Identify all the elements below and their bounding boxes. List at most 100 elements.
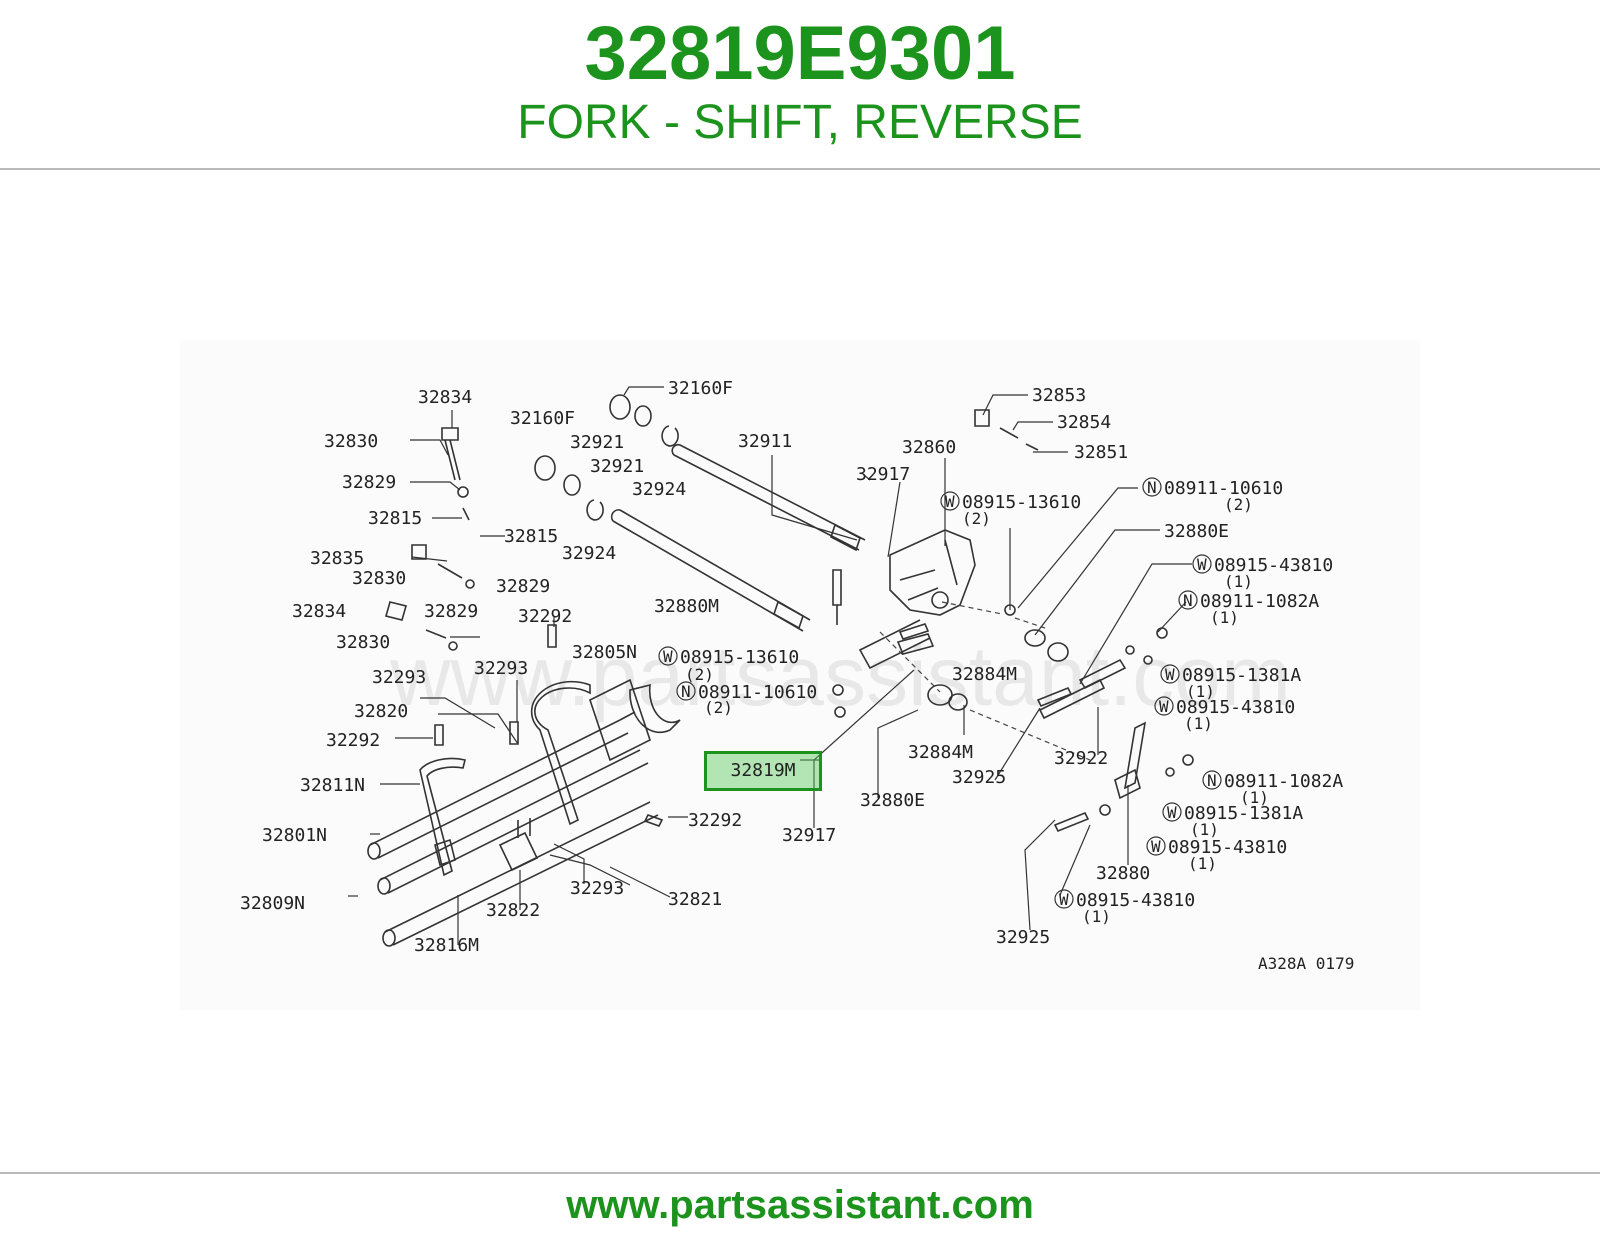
shift-fork-32819m-reverse xyxy=(530,678,681,826)
w-symbol: W xyxy=(1059,890,1069,909)
rod-32917 xyxy=(832,569,930,640)
label-32860: 32860 xyxy=(902,437,956,458)
label-32834: 32834 xyxy=(292,601,346,622)
label-32921: 32921 xyxy=(570,432,624,453)
label-32829: 32829 xyxy=(496,576,550,597)
label-32854: 32854 xyxy=(1057,412,1111,433)
shift-rail-32880m xyxy=(610,509,811,632)
qty-08911-10610: (2) xyxy=(704,698,733,717)
qty-08915-43810: (1) xyxy=(1082,907,1111,926)
label-08911-10610: 08911-10610 xyxy=(1164,478,1283,499)
w-symbol: W xyxy=(1151,837,1161,856)
bottom-divider xyxy=(0,1172,1600,1174)
label-32292: 32292 xyxy=(688,810,742,831)
washers-and-nuts xyxy=(832,604,1194,816)
w-symbol: W xyxy=(1165,665,1175,684)
label-08911-10610: 08911-10610 xyxy=(698,682,817,703)
qty-08915-1381a: (1) xyxy=(1186,682,1215,701)
label-32834: 32834 xyxy=(418,387,472,408)
label-32829: 32829 xyxy=(342,472,396,493)
label-32921: 32921 xyxy=(590,456,644,477)
n-circle-icon xyxy=(676,681,696,701)
shift-fork-32811n xyxy=(419,757,466,877)
label-32820: 32820 xyxy=(354,701,408,722)
qty-08915-13610: (2) xyxy=(685,665,714,684)
qty-08915-1381a: (1) xyxy=(1190,820,1219,839)
label-32917: 32917 xyxy=(782,825,836,846)
qty-08911-10610: (2) xyxy=(1224,495,1253,514)
w-symbol: W xyxy=(1159,697,1169,716)
label-32880e: 32880E xyxy=(860,790,925,811)
levers-32922-32880 xyxy=(1036,658,1147,833)
label-32293: 32293 xyxy=(474,658,528,679)
highlighted-part-label[interactable]: 32819M xyxy=(730,760,796,781)
callout-labels: 32834 32830 32829 32815 32815 32160F 321… xyxy=(240,378,1354,973)
snap-rings xyxy=(563,405,679,521)
n-circle-icon xyxy=(1142,477,1162,497)
label-32830: 32830 xyxy=(336,632,390,653)
w-symbol: W xyxy=(1167,803,1177,822)
fork-32822 xyxy=(498,818,539,872)
label-32917: 32917 xyxy=(856,464,910,485)
label-32880: 32880 xyxy=(1096,863,1150,884)
label-32851: 32851 xyxy=(1074,442,1128,463)
parts-diagram: www.partsassistant.com xyxy=(180,340,1420,1010)
label-32829: 32829 xyxy=(424,601,478,622)
label-08915-43810: 08915-43810 xyxy=(1168,837,1287,858)
label-08915-43810: 08915-43810 xyxy=(1214,555,1333,576)
diagram-drawing: www.partsassistant.com xyxy=(240,378,1354,973)
label-08915-13610: 08915-13610 xyxy=(962,492,1081,513)
label-32835: 32835 xyxy=(310,548,364,569)
w-circle-icon xyxy=(1154,696,1174,716)
label-32922: 32922 xyxy=(1054,748,1108,769)
label-32821: 32821 xyxy=(668,889,722,910)
label-32293: 32293 xyxy=(372,667,426,688)
label-32160f: 32160F xyxy=(510,408,575,429)
part-number-title: 32819E9301 xyxy=(584,11,1016,96)
qty-08915-43810: (1) xyxy=(1184,714,1213,733)
label-32805n: 32805N xyxy=(572,642,637,663)
label-32816m: 32816M xyxy=(414,935,479,956)
label-32925: 32925 xyxy=(996,927,1050,948)
label-08915-1381a: 08915-1381A xyxy=(1182,665,1301,686)
w-circle-icon xyxy=(1160,664,1180,684)
plug-32884m xyxy=(896,633,935,655)
qty-08911-1082a: (1) xyxy=(1210,608,1239,627)
qty-08915-43810: (1) xyxy=(1188,854,1217,873)
label-32853: 32853 xyxy=(1032,385,1086,406)
w-circle-icon xyxy=(1192,554,1212,574)
label-32830: 32830 xyxy=(324,431,378,452)
w-circle-icon xyxy=(1162,802,1182,822)
label-08915-43810: 08915-43810 xyxy=(1176,697,1295,718)
label-32811n: 32811N xyxy=(300,775,365,796)
top-divider xyxy=(0,168,1600,170)
label-32830: 32830 xyxy=(352,568,406,589)
w-circle-icon xyxy=(1146,836,1166,856)
label-32809n: 32809N xyxy=(240,893,305,914)
label-32801n: 32801N xyxy=(262,825,327,846)
w-circle-icon xyxy=(940,491,960,511)
label-32924: 32924 xyxy=(632,479,686,500)
label-08915-43810: 08915-43810 xyxy=(1076,890,1195,911)
leader-lines xyxy=(348,386,1192,945)
part-description: FORK - SHIFT, REVERSE xyxy=(517,96,1083,149)
n-symbol: N xyxy=(1147,478,1157,497)
label-32822: 32822 xyxy=(486,900,540,921)
w-circle-icon xyxy=(658,646,678,666)
w-circle-icon xyxy=(1054,889,1074,909)
label-32815: 32815 xyxy=(368,508,422,529)
cap-32160f xyxy=(534,394,631,481)
label-32292: 32292 xyxy=(326,730,380,751)
label-08911-1082a: 08911-1082A xyxy=(1224,771,1343,792)
label-32292: 32292 xyxy=(518,606,572,627)
n-circle-icon xyxy=(1178,590,1198,610)
highlighted-part-box[interactable] xyxy=(704,751,822,791)
footer-website-link[interactable]: www.partsassistant.com xyxy=(566,1183,1034,1227)
label-32924: 32924 xyxy=(562,543,616,564)
w-symbol: W xyxy=(663,647,673,666)
drawing-code: A328A 0179 xyxy=(1258,954,1354,973)
w-symbol: W xyxy=(945,492,955,511)
n-circle-icon xyxy=(1202,770,1222,790)
pins-32292 xyxy=(434,624,664,827)
n-symbol: N xyxy=(1183,591,1193,610)
